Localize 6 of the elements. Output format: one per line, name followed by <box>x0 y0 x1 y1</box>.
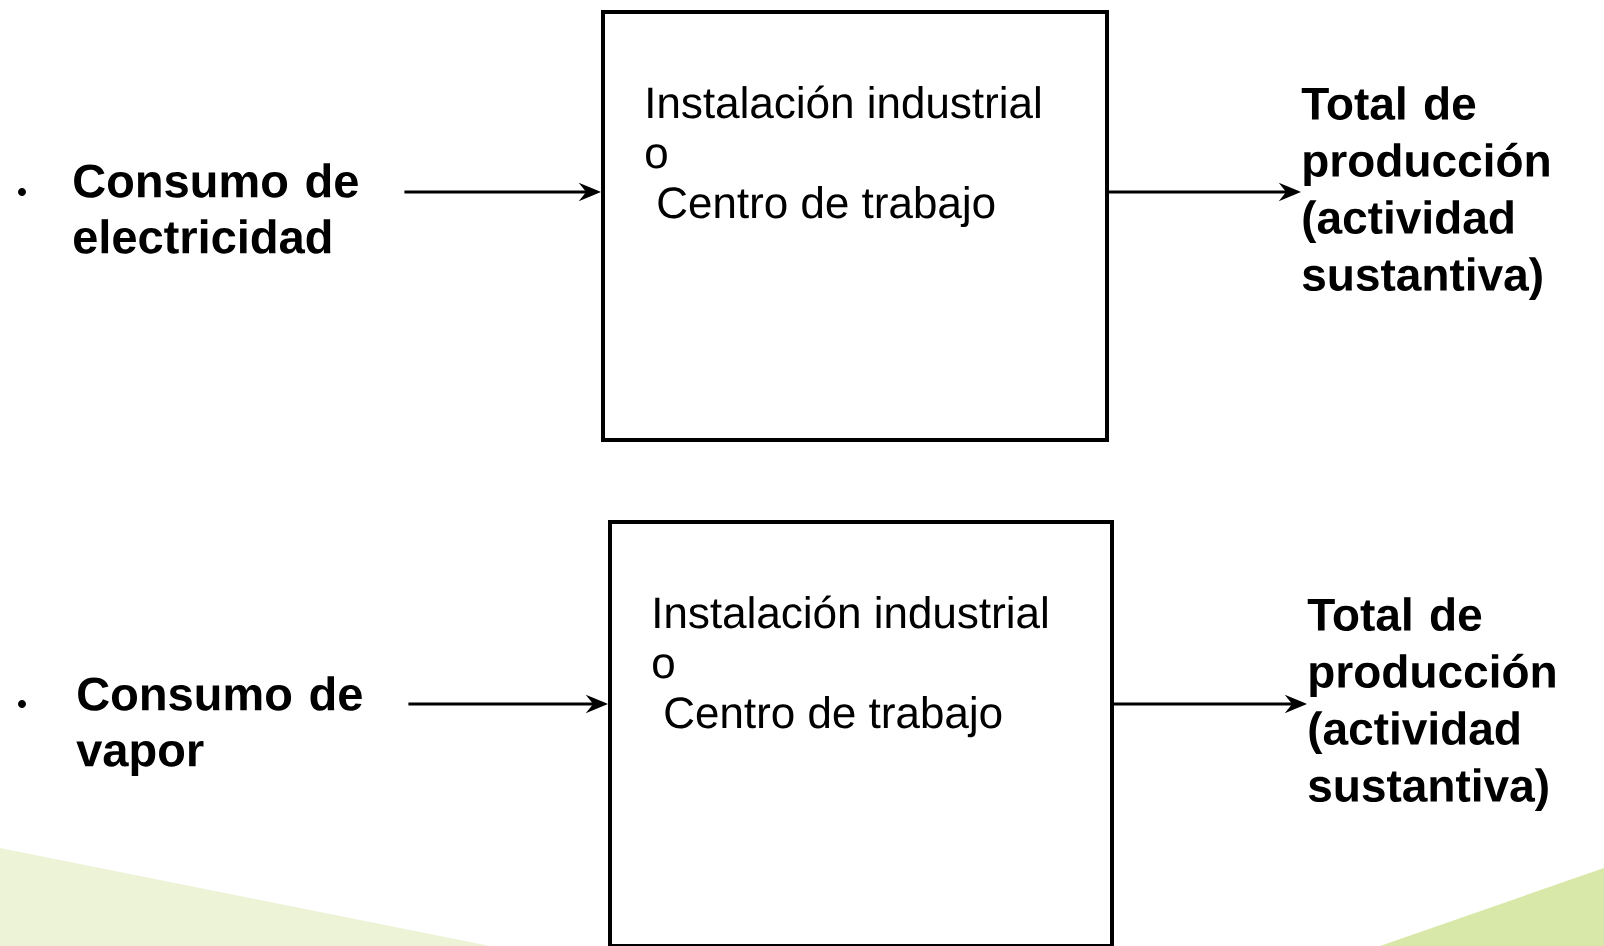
output-label: Total de producción (actividad sustantiva) <box>1301 86 1549 301</box>
output-label: Total de producción (actividad sustantiva) <box>1307 597 1555 812</box>
input-label: Consumo de vapor <box>76 676 362 776</box>
process-box: Instalación industrial o Centro de trabajo <box>608 520 1114 946</box>
input-label: Consumo de electricidad <box>74 163 358 254</box>
process-box: Instalación industrial o Centro de trabajo <box>601 10 1109 442</box>
